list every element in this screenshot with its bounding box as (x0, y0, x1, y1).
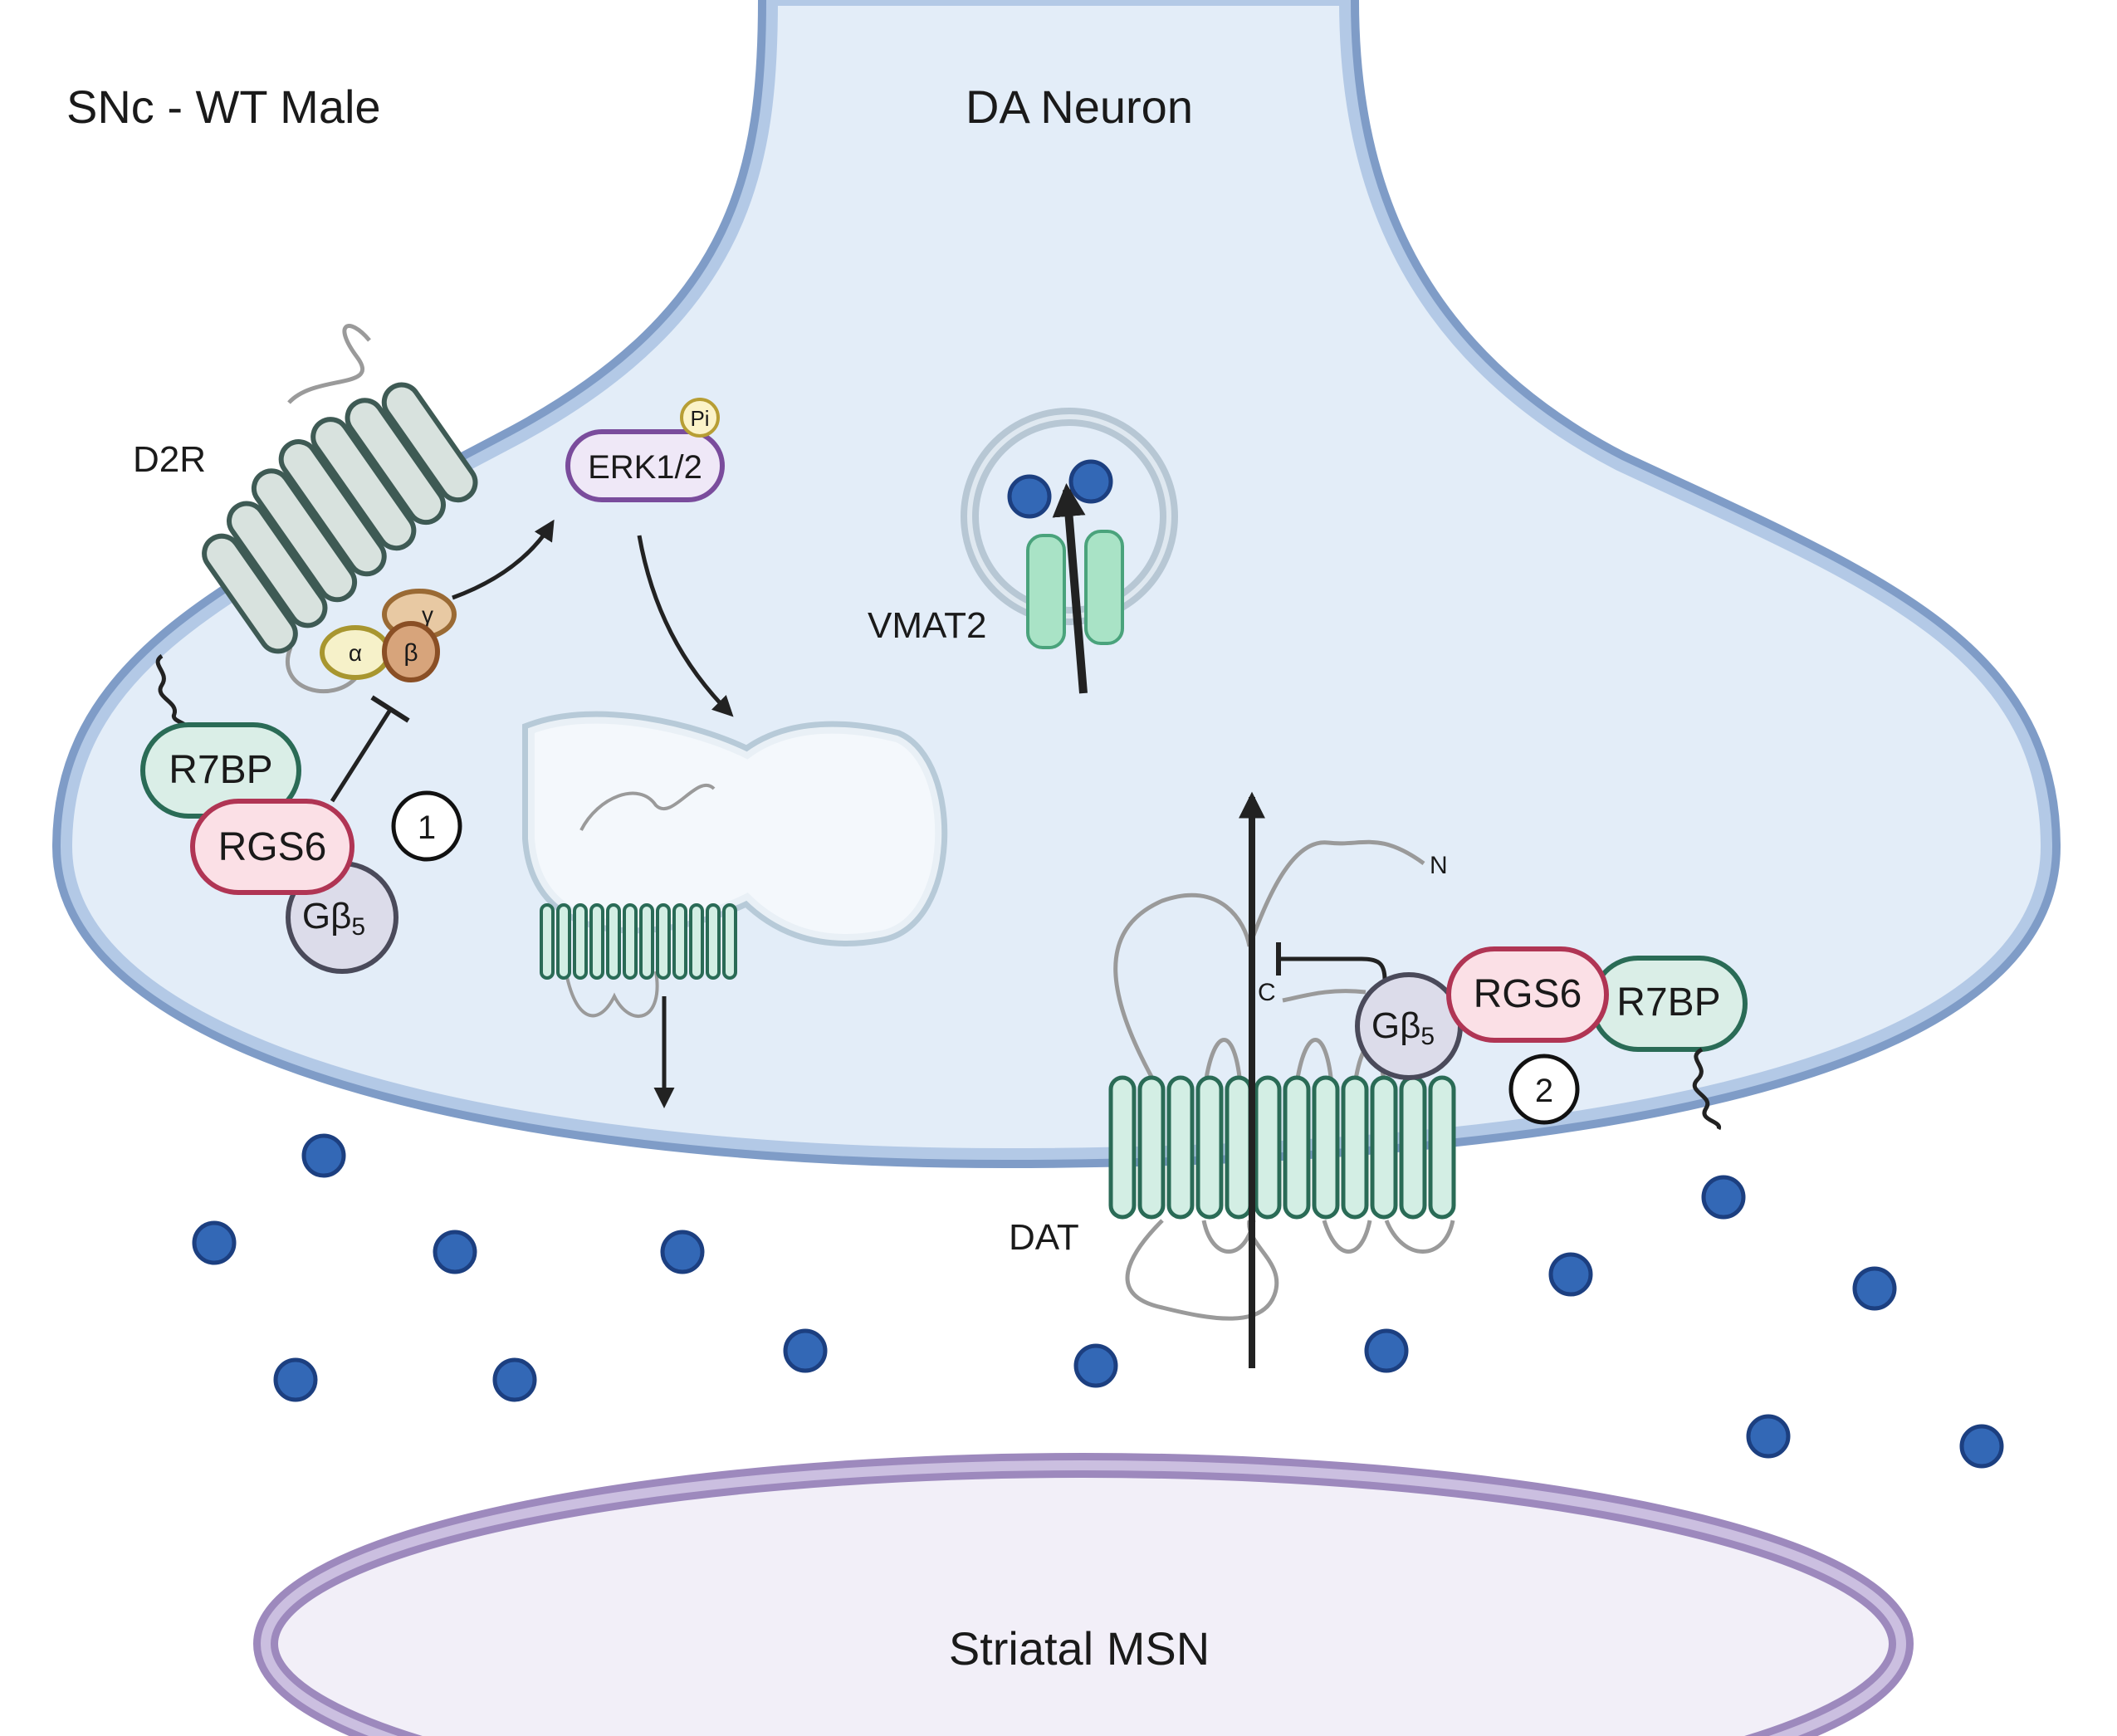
d2r-label: D2R (133, 439, 206, 480)
inhibition-line-left (330, 708, 393, 803)
svg-text:β: β (403, 639, 418, 667)
g-beta (382, 621, 440, 682)
dopamine-molecule (1364, 1328, 1409, 1373)
n-terminus-label: N (1430, 852, 1448, 879)
dopamine-molecule (301, 1133, 346, 1178)
svg-text:RGS6: RGS6 (218, 825, 327, 869)
extracellular-dopamine (192, 1133, 2004, 1469)
svg-text:Gβ5: Gβ5 (1371, 1005, 1435, 1050)
dat-label: DAT (1009, 1217, 1079, 1258)
dat-transporter: N C DAT (1009, 791, 1456, 1368)
g-protein: α γ β (320, 589, 457, 682)
pi-label: Pi (690, 406, 709, 431)
dat-c-terminus (1282, 989, 1367, 1003)
striatal-msn: Striatal MSN (253, 1453, 1914, 1736)
dopamine-molecule (783, 1328, 828, 1373)
step-marker-1 (391, 790, 462, 862)
d2r-receptor: D2R (133, 324, 478, 694)
svg-text:Gβ5: Gβ5 (302, 896, 365, 941)
dopamine-molecule (273, 1357, 318, 1402)
dopamine-molecule (1746, 1414, 1791, 1459)
dopamine-molecule (1852, 1266, 1897, 1311)
rgs6-right (1446, 946, 1609, 1043)
inhibition-line-right (1279, 956, 1387, 980)
dopamine-molecule (1073, 1343, 1118, 1388)
erk-complex: ERK1/2 Pi (565, 398, 725, 502)
dat-n-terminus (1247, 839, 1425, 947)
dopamine-molecule (1548, 1252, 1593, 1297)
arrow-to-erk (452, 519, 555, 600)
msn-membrane (253, 1453, 1914, 1736)
svg-text:RGS6: RGS6 (1474, 972, 1582, 1016)
vmat2-label: VMAT2 (868, 605, 986, 646)
neuron-title: DA Neuron (966, 81, 1193, 133)
svg-text:R7BP: R7BP (169, 748, 272, 792)
vmat2-transporter (1026, 530, 1124, 649)
rgs-complex-left: R7BP Gβ5 RGS6 1 (140, 653, 462, 974)
dopamine-molecule (492, 1357, 537, 1402)
dopamine-molecule (1007, 474, 1052, 519)
region-title: SNc - WT Male (66, 81, 381, 133)
dopamine-molecule (1068, 459, 1113, 504)
dopamine-molecule (192, 1220, 237, 1265)
dopamine-molecule (1959, 1424, 2004, 1469)
r7bp-anchor-left (155, 653, 190, 732)
r7bp-anchor-right (1692, 1047, 1721, 1131)
svg-text:α: α (349, 640, 362, 666)
msn-label: Striatal MSN (949, 1622, 1210, 1675)
svg-text:γ: γ (422, 602, 433, 628)
step-marker-2 (1508, 1054, 1580, 1125)
rgs6-left (190, 799, 354, 895)
erk-label: ERK1/2 (588, 449, 702, 486)
svg-text:1: 1 (418, 809, 436, 846)
arrow-erk-to-endosome (637, 535, 734, 717)
c-terminus-label: C (1258, 979, 1276, 1006)
svg-text:2: 2 (1535, 1073, 1553, 1109)
arrow-vmat2-uptake (1052, 483, 1088, 694)
dopamine-molecule (1701, 1175, 1746, 1220)
rgs-complex-right: Gβ5 R7BP RGS6 2 (1276, 942, 1748, 1131)
svg-text:R7BP: R7BP (1616, 980, 1720, 1024)
dopamine-molecule (660, 1230, 705, 1274)
synaptic-vesicle: VMAT2 (868, 408, 1178, 694)
internalized-dat-endosome (522, 711, 948, 1018)
dopamine-molecule (433, 1230, 477, 1274)
